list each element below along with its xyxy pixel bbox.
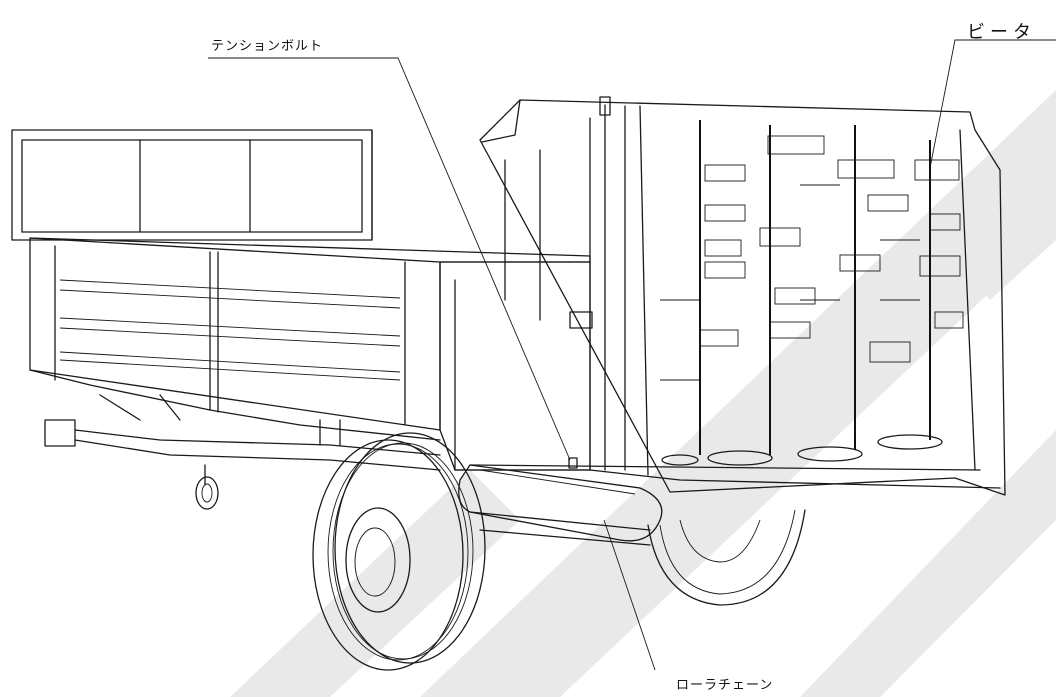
- label-roller-chain: ローラチェーン: [676, 678, 774, 693]
- beater-housing: [454, 96, 1006, 496]
- beater-rotors: [660, 120, 964, 466]
- label-tension-bolt: テンションボルト: [211, 39, 324, 54]
- rear-wheel: [469, 509, 806, 606]
- chain-case: [458, 457, 663, 542]
- callout-leaders: [208, 39, 1056, 671]
- label-beater: ビータ: [967, 22, 1036, 43]
- front-wheel: [312, 432, 486, 671]
- chassis-hitch: [29, 369, 441, 510]
- front-guard-frame: [11, 129, 373, 241]
- watermark: [230, 90, 1056, 697]
